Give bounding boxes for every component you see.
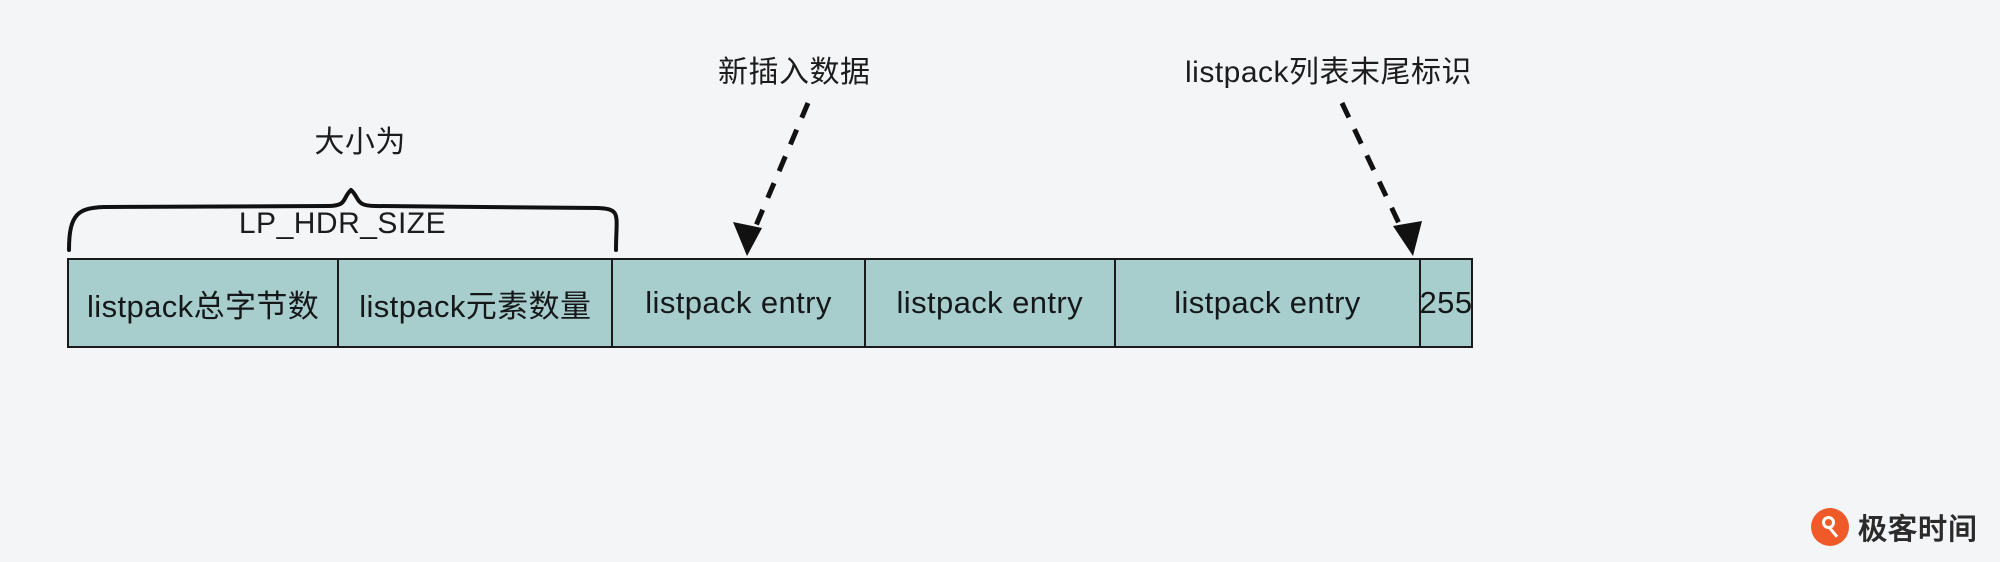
insert-annotation-label: 新插入数据 — [718, 56, 871, 89]
geektime-watermark: 极客时间 — [1810, 506, 1978, 548]
geektime-watermark-text: 极客时间 — [1857, 514, 1978, 546]
listpack-cell-element-count: listpack元素数量 — [339, 260, 614, 346]
brace-label-line1: 大小为 — [314, 125, 406, 159]
listpack-structure: listpack总字节数 listpack元素数量 listpack entry… — [67, 258, 1473, 348]
geektime-logo-icon — [1810, 508, 1849, 546]
listpack-cell-entry-3: listpack entry — [1115, 260, 1421, 346]
brace-label-line2: LP_HDR_SIZE — [238, 206, 447, 240]
listpack-cell-total-bytes: listpack总字节数 — [69, 260, 340, 346]
tail-annotation-label: listpack列表末尾标识 — [1185, 56, 1473, 89]
insert-arrow — [733, 102, 811, 256]
listpack-cell-end-marker: 255 — [1420, 260, 1472, 346]
listpack-cell-entry-1: listpack entry — [613, 260, 866, 346]
listpack-cell-entry-2: listpack entry — [865, 260, 1116, 346]
tail-arrow — [1339, 101, 1422, 256]
